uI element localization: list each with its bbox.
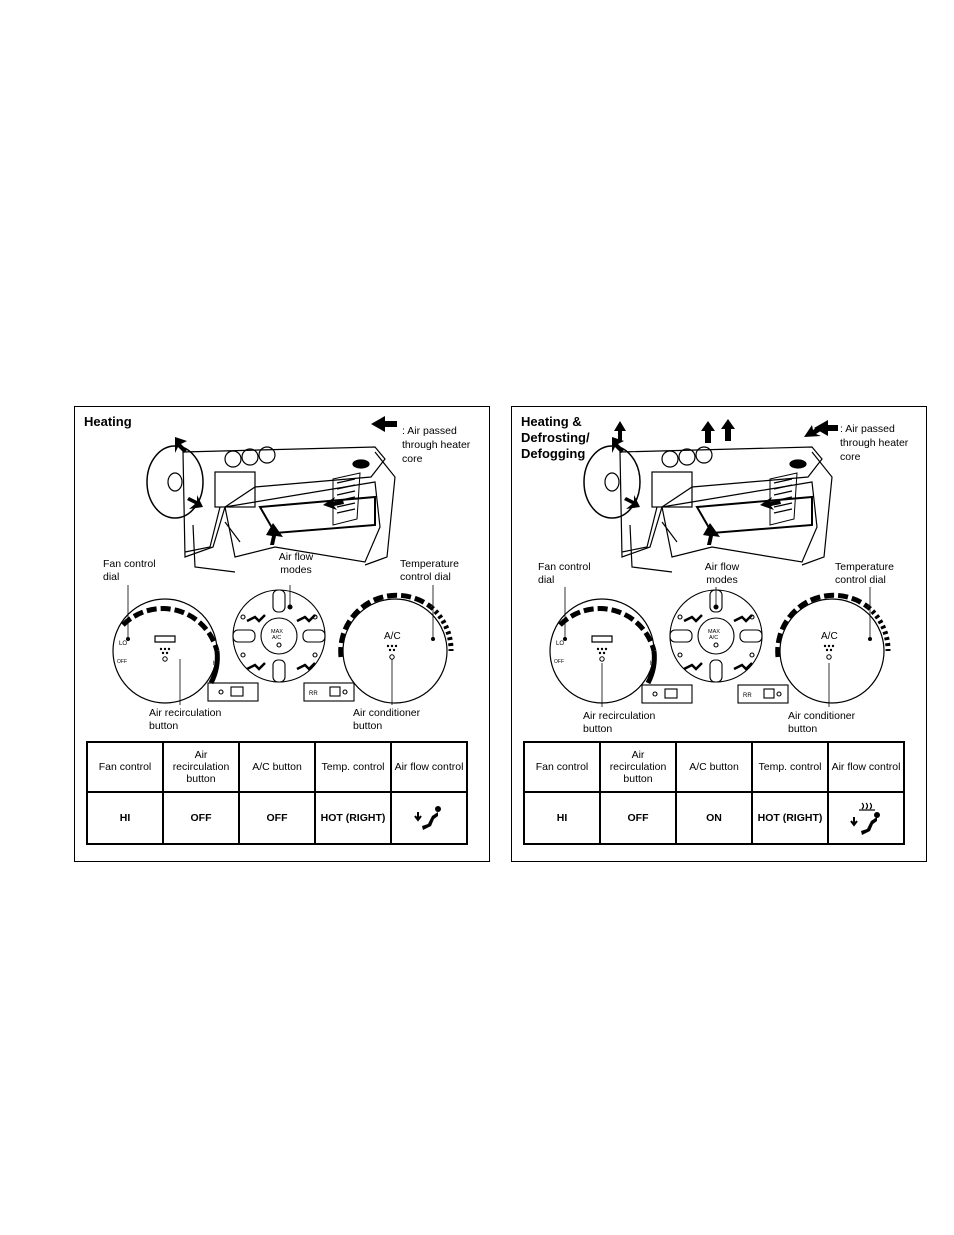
value-ac: ON [675, 791, 753, 845]
header-airflow: Air flow control [827, 741, 905, 793]
dial-lo-label: LO [119, 641, 127, 647]
value-airflow [390, 791, 468, 845]
settings-table: Fan control Air recirculation button A/C… [523, 741, 905, 845]
heater-legend-text: : Air passed through heater core [402, 425, 471, 465]
header-fan: Fan control [86, 741, 164, 793]
dial-off-label: OFF [554, 659, 564, 665]
max-ac-label: A/C [272, 635, 281, 641]
header-recirc: Air recirculation button [599, 741, 677, 793]
header-fan: Fan control [523, 741, 601, 793]
value-recirc: OFF [162, 791, 240, 845]
ac-button-label: Air conditioner button [353, 707, 421, 732]
rr-label: RR [743, 693, 752, 699]
header-temp: Temp. control [751, 741, 829, 793]
defrost-foot-vent-icon [850, 802, 880, 835]
max-ac-label: A/C [709, 635, 718, 641]
fan-dial-label: Fan control dial [538, 561, 591, 586]
recirc-button-label: Air recirculation button [583, 710, 656, 735]
value-temp: HOT (RIGHT) [314, 791, 392, 845]
dial-lo-label: LO [556, 641, 564, 647]
header-temp: Temp. control [314, 741, 392, 793]
header-recirc: Air recirculation button [162, 741, 240, 793]
heating-panel: Heating [74, 406, 490, 862]
value-fan: HI [523, 791, 601, 845]
panel-title: Heating [84, 414, 132, 429]
temp-dial-label: Temperature control dial [835, 561, 894, 586]
temp-dial-label: Temperature control dial [400, 558, 459, 583]
fan-dial-label: Fan control dial [103, 558, 156, 583]
air-flow-modes-label: Air flow modes [704, 561, 740, 586]
temp-dial-ac-label: A/C [821, 631, 838, 642]
rr-label: RR [309, 691, 318, 697]
ac-button-label: Air conditioner button [788, 710, 856, 735]
foot-vent-icon [414, 806, 441, 830]
dial-hi-label: HI [650, 661, 656, 667]
value-recirc: OFF [599, 791, 677, 845]
max-label: MAX [271, 629, 283, 635]
value-fan: HI [86, 791, 164, 845]
temp-dial-ac-label: A/C [384, 631, 401, 642]
value-ac: OFF [238, 791, 316, 845]
panel-title: Heating & Defrosting/ Defogging [521, 414, 590, 461]
header-ac: A/C button [238, 741, 316, 793]
header-airflow: Air flow control [390, 741, 468, 793]
value-airflow [827, 791, 905, 845]
heating-defrosting-panel: Heating & Defrosting/ Defogging [511, 406, 927, 862]
dial-hi-label: HI [213, 661, 219, 667]
value-temp: HOT (RIGHT) [751, 791, 829, 845]
dashboard-illustration: LO OFF HI MAX A/C [549, 419, 891, 707]
heater-legend-text: : Air passed through heater core [840, 423, 909, 463]
header-ac: A/C button [675, 741, 753, 793]
max-label: MAX [708, 629, 720, 635]
settings-table: Fan control Air recirculation button A/C… [86, 741, 468, 845]
dial-off-label: OFF [117, 659, 127, 665]
recirc-button-label: Air recirculation button [149, 707, 222, 732]
air-flow-modes-label: Air flow modes [278, 551, 314, 576]
dashboard-illustration: LO OFF HI MAX A/C [112, 416, 454, 705]
